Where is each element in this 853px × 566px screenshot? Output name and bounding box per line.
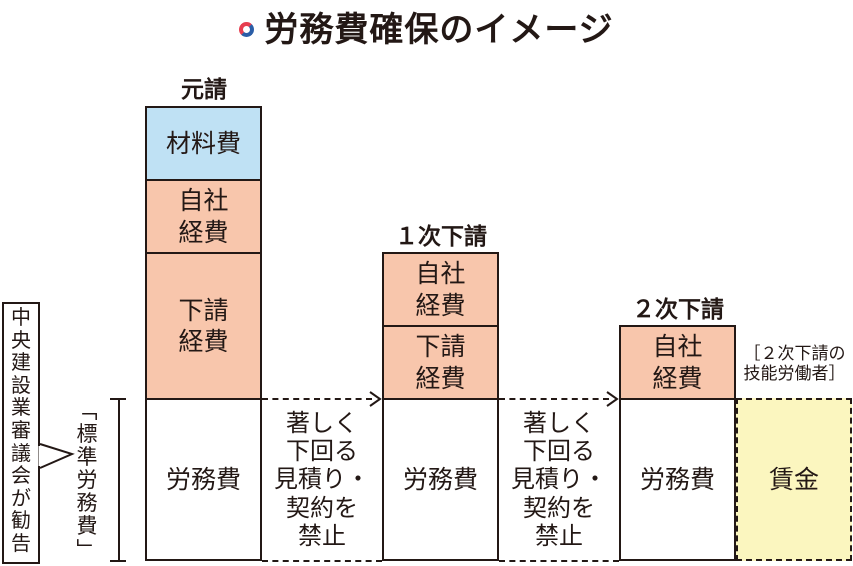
first-sub-expense-box: 下請 経費 (382, 325, 499, 400)
first-own-expense-box: 自社 経費 (382, 252, 499, 327)
motouke-own-expense-box: 自社 経費 (145, 179, 262, 254)
callout-pointer (38, 443, 75, 469)
first-labor-box: 労務費 (382, 398, 499, 561)
prohibition-text-2: 著しく 下回る 見積り・ 契約を 禁止 (511, 408, 607, 550)
motouke-material-box: 材料費 (145, 106, 262, 181)
council-text: 中 央 建 設 業 審 議 会 が 勧 告 (11, 305, 31, 555)
page-title: 労務費確保のイメージ (0, 2, 853, 51)
range-bracket-top (110, 398, 126, 400)
motouke-heading: 元請 (181, 77, 227, 103)
dashed-bottom-line-1 (262, 560, 382, 562)
prohibition-text-1: 著しく 下回る 見積り・ 契約を 禁止 (274, 408, 370, 550)
first-sub-heading: １次下請 (395, 224, 487, 250)
wage-box: 賃金 (736, 398, 852, 561)
motouke-sub-expense-box: 下請 経費 (145, 252, 262, 400)
motouke-labor-box: 労務費 (145, 398, 262, 561)
wage-note: ［２次下請の 技能労働者］ (743, 344, 846, 385)
dashed-arrow-line-2 (499, 398, 609, 400)
arrowhead-2 (606, 391, 619, 407)
second-sub-heading: ２次下請 (632, 297, 724, 323)
arrowhead-1 (369, 391, 382, 407)
range-bracket-bottom (110, 560, 126, 562)
bullet-icon (239, 22, 255, 37)
dashed-arrow-line-1 (262, 398, 372, 400)
title-text: 労務費確保のイメージ (264, 10, 614, 50)
second-labor-box: 労務費 (619, 398, 736, 561)
dashed-bottom-line-2 (499, 560, 619, 562)
council-callout-box (2, 302, 40, 564)
range-bracket (118, 398, 132, 561)
standard-labor-text: ﹁ 標 準 労 務 費 ﹂ (76, 399, 98, 562)
second-own-expense-box: 自社 経費 (619, 325, 736, 400)
